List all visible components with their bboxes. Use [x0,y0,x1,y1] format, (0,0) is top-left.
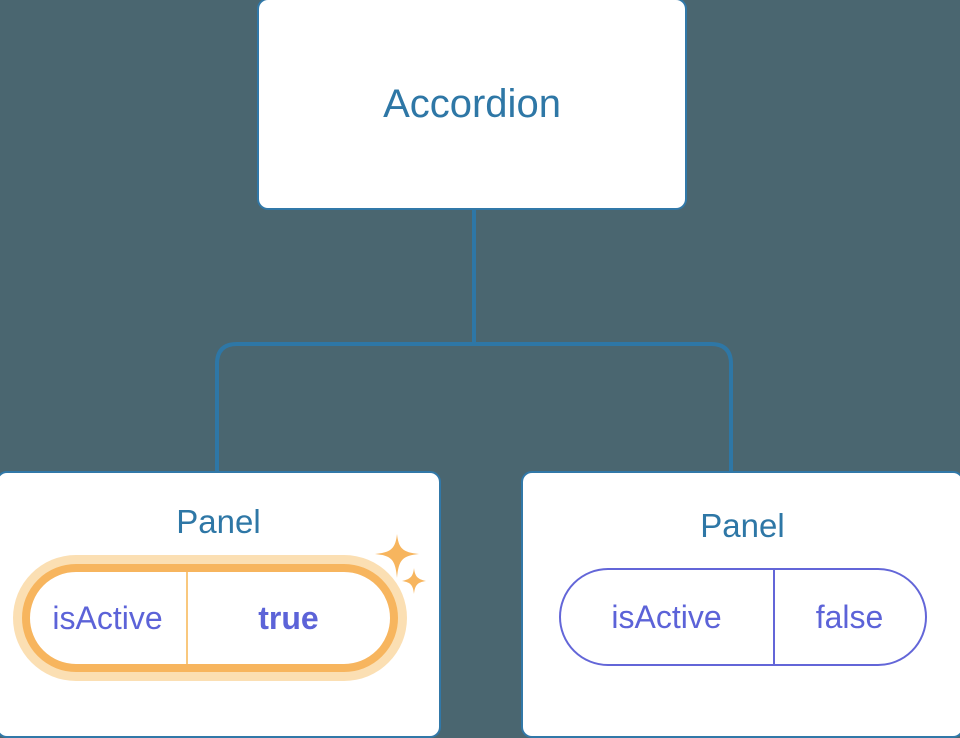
node-panel-inactive[interactable]: Panel isActive false [521,471,960,738]
sparkle-small-icon [401,568,426,594]
prop-pill-isactive-false-wrap: isActive false [558,568,927,666]
prop-key-label: isActive [30,572,188,664]
node-accordion-title: Accordion [383,82,561,126]
connector-bus-to-panels [215,342,733,471]
prop-pill-isactive-true[interactable]: isActive true [21,564,398,672]
prop-value-label: false [815,599,884,635]
node-panel-active-title: Panel [176,503,261,540]
prop-pill-isactive-true-wrap: isActive true [21,534,426,672]
sparkle-large-icon [374,534,419,578]
node-accordion[interactable]: Accordion [257,0,687,210]
node-panel-active[interactable]: Panel isActive true [0,471,441,738]
prop-pill-isactive-false[interactable]: isActive false [558,568,927,666]
prop-value-label: true [258,600,319,636]
node-panel-inactive-title: Panel [700,507,785,544]
prop-key-label: isActive [561,570,775,664]
